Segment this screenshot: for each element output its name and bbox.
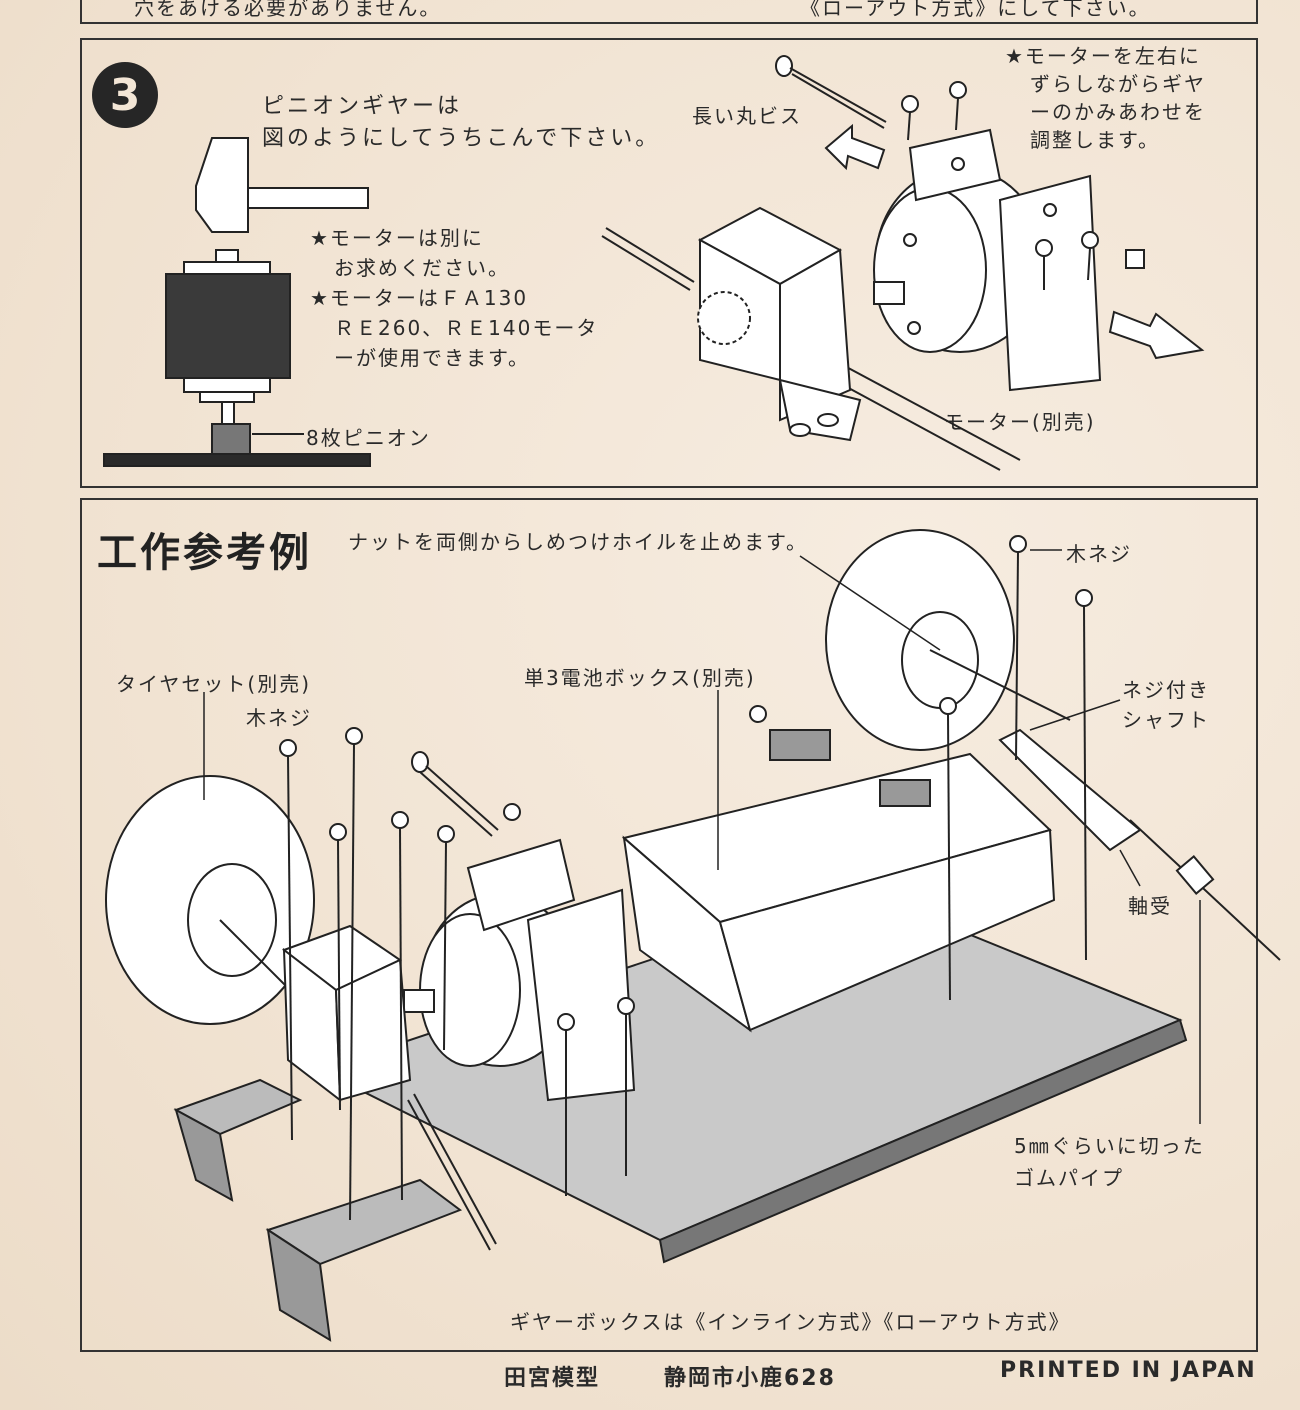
nut-note: ナットを両側からしめつけホイルを止めます。 [348, 530, 808, 554]
example-long-screw-drawing [411, 751, 499, 837]
motor-label: モーター(別売) [944, 410, 1096, 434]
adjust-note-line4: 調整します。 [1030, 128, 1160, 152]
motor-note2-line1: ★モーターはＦＡ130 [310, 286, 529, 310]
footer-maker: 田宮模型 [504, 1366, 601, 1391]
example-panel [80, 498, 1258, 1352]
hammer-icon [195, 137, 369, 233]
example-motor-drawing [403, 838, 636, 1102]
example-heading: 工作参考例 [97, 530, 312, 576]
rubber-pipe-label-line2: ゴムパイプ [1014, 1166, 1124, 1190]
step3-panel [80, 38, 1258, 488]
motor-note2-line3: ーが使用できます。 [334, 346, 530, 370]
motor-note2-line2: ＲＥ260、ＲＥ140モータ [334, 316, 599, 340]
top-strip-left-text: 穴をあける必要がありません。 [134, 0, 442, 20]
wood-screw-icons [279, 535, 1093, 1221]
top-strip-right-text: 《ローアウト方式》にして下さい。 [800, 0, 1151, 20]
motor-note1-line2: お求めください。 [334, 256, 510, 280]
step-number-badge: 3 [92, 62, 158, 128]
adjust-note-line3: ーのかみあわせを [1030, 100, 1206, 124]
leader-lines [203, 549, 1201, 1124]
footer-address: 静岡市小鹿628 [664, 1366, 836, 1391]
wood-screw-label-left: 木ネジ [246, 706, 312, 730]
rubber-pipe-label-line1: 5㎜ぐらいに切った [1014, 1134, 1205, 1158]
wood-screw-label-right: 木ネジ [1066, 542, 1132, 566]
long-screw-label: 長い丸ビス [692, 104, 802, 128]
tire-set-label: タイヤセット(別売) [116, 672, 312, 696]
screw-icons [901, 81, 1099, 290]
motor-note1-line1: ★モーターは別に [310, 226, 484, 250]
pinion-instruction-line2: 図のようにしてうちこんで下さい。 [262, 126, 661, 151]
footer-printed: PRINTED IN JAPAN [1000, 1358, 1257, 1383]
top-strip-frame [80, 0, 1258, 24]
adjust-note-line2: ずらしながらギヤ [1030, 72, 1206, 96]
battery-box-label: 単3電池ボックス(別売) [524, 666, 756, 690]
gearbox-note: ギヤーボックスは《インライン方式》《ローアウト方式》 [510, 1310, 1071, 1334]
adjust-note-line1: ★モーターを左右に [1005, 44, 1201, 68]
arrow-right-icon [1108, 310, 1205, 360]
pinion-label: 8枚ピニオン [306, 426, 431, 450]
right-tire-drawing [825, 529, 1071, 751]
left-tire-drawing [105, 775, 315, 1025]
motor-drawing [873, 128, 1145, 392]
long-screw-drawing [775, 55, 887, 129]
bearing-label: 軸受 [1128, 894, 1172, 918]
gearbox-bracket-drawing [697, 206, 862, 442]
pinion-instruction-line1: ピニオンギヤーは [262, 94, 463, 119]
baseboard-drawing [173, 888, 1188, 1342]
motor-pinion-drawing [103, 249, 371, 467]
example-gearbox-drawing [281, 924, 497, 1251]
threaded-shaft-label-line1: ネジ付き [1122, 678, 1210, 702]
rear-axle-drawing [998, 728, 1281, 961]
battery-box-drawing [621, 729, 1056, 1033]
threaded-shaft-label-line2: シャフト [1122, 708, 1210, 732]
arrow-left-icon [824, 123, 886, 171]
